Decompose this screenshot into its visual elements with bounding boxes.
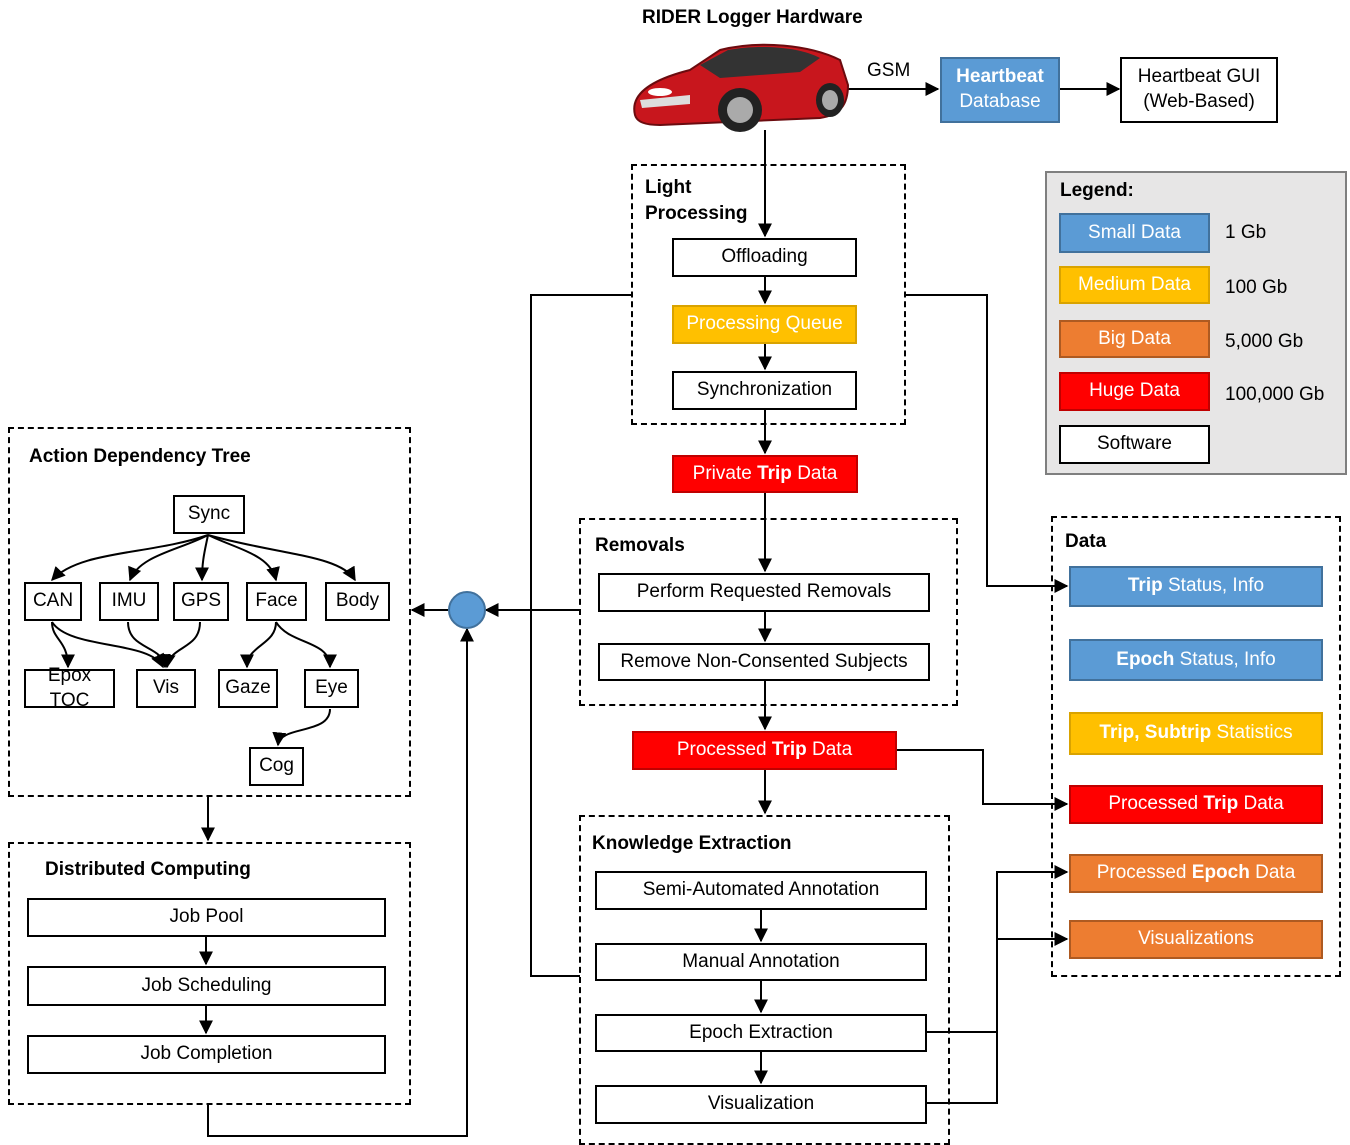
data-processed-epoch-pre: Processed [1096, 862, 1192, 884]
light-processing-label-line1: Light [645, 177, 692, 198]
synchronization-box: Synchronization [672, 371, 857, 410]
legend-huge-data: Huge Data [1059, 372, 1210, 411]
arrow-vis-visualizations [926, 932, 1069, 1104]
tree-sync-body [207, 534, 356, 582]
tree-can-epox [51, 621, 75, 669]
heartbeat-gui-box: Heartbeat GUI (Web-Based) [1120, 57, 1278, 123]
node-can: CAN [24, 582, 82, 621]
data-visualizations: Visualizations [1069, 920, 1323, 959]
data-trip-statistics-bold: Trip, Subtrip [1099, 722, 1212, 744]
visualization-box: Visualization [595, 1085, 927, 1124]
legend-big-data: Big Data [1059, 320, 1210, 358]
heartbeat-gui-line2: (Web-Based) [1143, 91, 1255, 112]
light-processing-group [631, 164, 906, 425]
data-processed-epoch: Processed Epoch Data [1069, 854, 1323, 893]
tree-sync-can [51, 534, 209, 582]
knowledge-extraction-label: Knowledge Extraction [592, 833, 792, 854]
arrow-processed-trip-data [897, 749, 1069, 811]
node-vis: Vis [136, 669, 196, 708]
data-processed-epoch-rest: Data [1249, 862, 1296, 884]
private-trip-data-box: Private Trip Data [672, 455, 858, 493]
data-processed-trip-pre: Processed [1108, 793, 1204, 815]
legend-small-data: Small Data [1059, 213, 1210, 253]
data-processed-epoch-bold: Epoch [1191, 862, 1250, 884]
legend-title: Legend: [1060, 180, 1134, 201]
manual-annotation-box: Manual Annotation [595, 943, 927, 981]
data-epoch-status-rest: Status, Info [1174, 648, 1276, 670]
tree-can-vis [51, 621, 164, 669]
car-icon [633, 43, 850, 132]
tree-face-gaze [240, 621, 277, 669]
data-trip-status-rest: Status, Info [1162, 575, 1265, 597]
data-processed-trip: Processed Trip Data [1069, 785, 1323, 824]
legend-huge-size: 100,000 Gb [1225, 384, 1325, 405]
node-eye: Eye [304, 669, 359, 708]
distributed-computing-label: Distributed Computing [45, 859, 251, 880]
remove-nonconsented-box: Remove Non-Consented Subjects [598, 643, 930, 681]
legend-software: Software [1059, 425, 1210, 464]
tree-sync-face [207, 534, 280, 582]
node-gps: GPS [173, 582, 229, 621]
heartbeat-db-line1: Heartbeat [956, 66, 1044, 88]
job-pool-box: Job Pool [27, 898, 386, 937]
job-completion-box: Job Completion [27, 1035, 386, 1074]
data-group-label: Data [1065, 531, 1107, 552]
legend-small-size: 1 Gb [1225, 222, 1267, 243]
tree-gps-vis [161, 621, 201, 669]
processed-trip-post: Data [806, 739, 853, 761]
data-epoch-status-bold: Epoch [1116, 648, 1175, 670]
private-trip-post: Data [791, 462, 838, 484]
node-face: Face [246, 582, 307, 621]
private-trip-bold: Trip [757, 462, 792, 484]
tree-face-eye [275, 621, 337, 669]
tree-sync-imu [128, 534, 209, 582]
light-processing-label: Light Processing [645, 175, 747, 227]
job-scheduling-box: Job Scheduling [27, 966, 386, 1006]
processed-trip-data-box: Processed Trip Data [632, 731, 897, 770]
node-sync: Sync [173, 495, 245, 534]
node-cog: Cog [249, 747, 304, 786]
gsm-label: GSM [867, 60, 911, 81]
node-body: Body [325, 582, 390, 621]
legend-big-size: 5,000 Gb [1225, 331, 1304, 352]
heartbeat-db-line2: Database [959, 91, 1041, 112]
data-trip-statistics-rest: Statistics [1211, 722, 1293, 744]
node-gaze: Gaze [218, 669, 278, 708]
data-trip-status: Trip Status, Info [1069, 566, 1323, 607]
tree-eye-cog [272, 708, 331, 747]
data-group [1051, 516, 1341, 977]
epoch-extraction-box: Epoch Extraction [595, 1014, 927, 1052]
removals-label: Removals [595, 535, 685, 556]
private-trip-pre: Private [692, 462, 758, 484]
adt-label: Action Dependency Tree [29, 446, 251, 467]
legend-medium-data: Medium Data [1059, 266, 1210, 304]
node-epox-toc: Epox TOC [24, 665, 115, 711]
page-title: RIDER Logger Hardware [642, 7, 863, 28]
offloading-box: Offloading [672, 238, 857, 277]
legend-medium-size: 100 Gb [1225, 277, 1288, 298]
processing-queue-box: Processing Queue [672, 305, 857, 344]
removals-group [579, 518, 958, 706]
data-trip-status-bold: Trip [1127, 575, 1163, 597]
processed-trip-bold: Trip [771, 739, 807, 761]
action-dependency-tree-group [8, 427, 411, 797]
distributed-computing-group [8, 842, 411, 1105]
data-processed-trip-rest: Data [1238, 793, 1284, 815]
tree-sync-gps [195, 534, 210, 582]
arrow-light-tripstatus [906, 294, 1069, 593]
merge-node [448, 591, 486, 629]
arrow-distributed-merge [207, 627, 474, 1137]
processed-trip-pre: Processed [676, 739, 772, 761]
perform-removals-box: Perform Requested Removals [598, 573, 930, 612]
data-trip-statistics: Trip, Subtrip Statistics [1069, 712, 1323, 755]
heartbeat-gui-line1: Heartbeat GUI [1137, 66, 1261, 88]
semi-automated-annotation-box: Semi-Automated Annotation [595, 871, 927, 910]
data-epoch-status: Epoch Status, Info [1069, 639, 1323, 681]
light-processing-label-line2: Processing [645, 203, 748, 224]
heartbeat-database-box: Heartbeat Database [940, 57, 1060, 123]
node-imu: IMU [99, 582, 159, 621]
line-light-left [530, 294, 631, 977]
data-processed-trip-bold: Trip [1203, 793, 1239, 815]
